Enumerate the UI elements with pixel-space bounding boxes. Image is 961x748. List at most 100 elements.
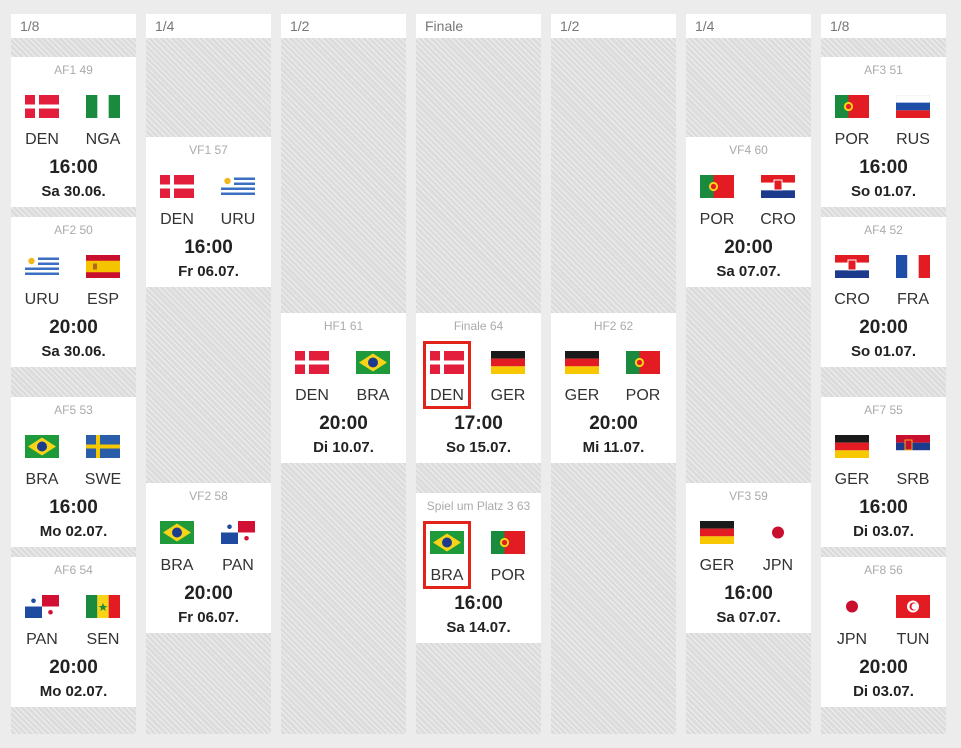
flag-croatia-icon [835, 255, 869, 278]
team-name: BRA [25, 471, 59, 488]
round-header: 1/2 [281, 14, 406, 38]
match-date: Di 03.07. [853, 523, 914, 540]
match-time: 16:00 [49, 497, 98, 518]
team-home[interactable]: POR [828, 85, 876, 153]
round-header: 1/8 [821, 14, 946, 38]
flag-croatia-icon [761, 175, 795, 198]
match-date: Fr 06.07. [178, 609, 239, 626]
match-date: So 01.07. [850, 343, 917, 360]
team-home[interactable]: PAN [18, 585, 66, 653]
team-name: DEN [295, 387, 329, 404]
team-home[interactable]: GER [693, 511, 741, 579]
team-name: JPN [836, 631, 868, 648]
team-away[interactable]: URU [214, 165, 262, 233]
flag-denmark-icon [295, 351, 329, 374]
match-date: Sa 30.06. [41, 343, 106, 360]
team-home[interactable]: DEN [288, 341, 336, 409]
team-home[interactable]: BRA [18, 425, 66, 493]
team-home[interactable]: CRO [828, 245, 876, 313]
match-time: 16:00 [184, 237, 233, 258]
flag-france-icon [896, 255, 930, 278]
flag-uruguay-icon [221, 175, 255, 198]
team-name: GER [834, 471, 870, 488]
team-name: DEN [160, 211, 194, 228]
match-date: Mo 02.07. [39, 683, 108, 700]
team-away[interactable]: FRA [889, 245, 937, 313]
team-name: CRO [834, 291, 870, 308]
team-away[interactable]: SEN [79, 585, 127, 653]
match-code: Finale 64 [453, 319, 504, 333]
match-time: 16:00 [724, 583, 773, 604]
team-away[interactable]: GER [484, 341, 532, 409]
team-name: POR [834, 131, 870, 148]
flag-serbia-icon [896, 435, 930, 458]
match-time: 16:00 [454, 593, 503, 614]
team-away[interactable]: NGA [79, 85, 127, 153]
team-home[interactable]: POR [693, 165, 741, 233]
team-away[interactable]: ESP [79, 245, 127, 313]
flag-senegal-icon [86, 595, 120, 618]
flag-tunisia-icon [896, 595, 930, 618]
flag-germany-icon [700, 521, 734, 544]
team-away[interactable]: POR [484, 521, 532, 589]
team-home[interactable]: DEN [18, 85, 66, 153]
team-name: ESP [86, 291, 119, 308]
flag-portugal-icon [626, 351, 660, 374]
team-name: PAN [26, 631, 58, 648]
match-date: Mi 11.07. [582, 439, 645, 456]
team-away[interactable]: BRA [349, 341, 397, 409]
team-home[interactable]: GER [558, 341, 606, 409]
match-code: HF2 62 [593, 319, 634, 333]
team-away[interactable]: SWE [79, 425, 127, 493]
match-time: 17:00 [454, 413, 503, 434]
flag-germany-icon [835, 435, 869, 458]
team-away[interactable]: JPN [754, 511, 802, 579]
team-home[interactable]: GER [828, 425, 876, 493]
team-name: BRA [160, 557, 194, 574]
flag-panama-icon [25, 595, 59, 618]
team-home-highlighted[interactable]: DEN [423, 341, 471, 409]
match-date: Sa 07.07. [716, 263, 781, 280]
team-name: FRA [897, 291, 929, 308]
flag-brazil-icon [356, 351, 390, 374]
flag-portugal-icon [835, 95, 869, 118]
team-name: PAN [222, 557, 254, 574]
team-away[interactable]: PAN [214, 511, 262, 579]
match-date: Fr 06.07. [178, 263, 239, 280]
team-home[interactable]: URU [18, 245, 66, 313]
team-name: SRB [896, 471, 930, 488]
team-home[interactable]: DEN [153, 165, 201, 233]
flag-spain-icon [86, 255, 120, 278]
team-home[interactable]: JPN [828, 585, 876, 653]
flag-sweden-icon [86, 435, 120, 458]
team-home[interactable]: BRA [153, 511, 201, 579]
flag-japan-icon [761, 521, 795, 544]
team-away[interactable]: TUN [889, 585, 937, 653]
team-home-highlighted[interactable]: BRA [423, 521, 471, 589]
team-away[interactable]: RUS [889, 85, 937, 153]
team-away[interactable]: CRO [754, 165, 802, 233]
team-away[interactable]: POR [619, 341, 667, 409]
team-away[interactable]: SRB [889, 425, 937, 493]
team-name: URU [220, 211, 256, 228]
match-time: 20:00 [49, 317, 98, 338]
